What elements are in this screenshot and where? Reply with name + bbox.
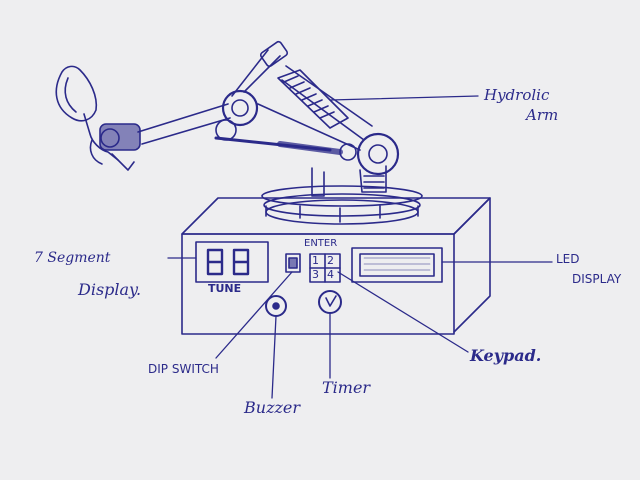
leader-dip-switch (215, 271, 293, 359)
arm-upper-link (231, 40, 373, 151)
rotating-base (261, 185, 423, 225)
control-box (181, 197, 491, 335)
gripper (55, 65, 141, 171)
key-1: 1 (312, 254, 319, 267)
key-4: 4 (327, 268, 334, 281)
label-buzzer: Buzzer (244, 398, 301, 417)
label-seven-segment-2: Display. (78, 280, 142, 299)
label-led-display-2: DISPLAY (572, 272, 622, 286)
label-enter: ENTER (304, 238, 338, 249)
leader-keypad (337, 271, 469, 353)
keypad (309, 253, 341, 283)
key-2: 2 (327, 254, 334, 267)
arm-forearm (137, 103, 231, 145)
label-tune: TUNE (208, 282, 242, 295)
arm-shoulder-joint (339, 132, 400, 176)
label-keypad: Keypad. (470, 346, 542, 365)
key-3: 3 (312, 268, 319, 281)
leader-hydrolic-arm (329, 95, 479, 101)
label-hydrolic-arm-1: Hydrolic (484, 86, 550, 104)
leader-buzzer (271, 315, 277, 399)
led-display (351, 247, 443, 283)
label-seven-segment-1: 7 Segment (34, 250, 111, 266)
label-dip-switch: DIP SWITCH (148, 362, 219, 376)
seven-segment-display (195, 241, 269, 283)
timer-knob (318, 290, 342, 314)
hydraulic-cylinder (214, 69, 349, 155)
leader-lines (167, 95, 553, 399)
label-timer: Timer (322, 378, 371, 397)
dip-switch (285, 253, 301, 273)
arm-elbow-joint (215, 89, 259, 141)
arm-base-column (311, 165, 387, 197)
label-led-display-1: LED (556, 252, 580, 266)
label-hydrolic-arm-2: Arm (526, 106, 559, 124)
